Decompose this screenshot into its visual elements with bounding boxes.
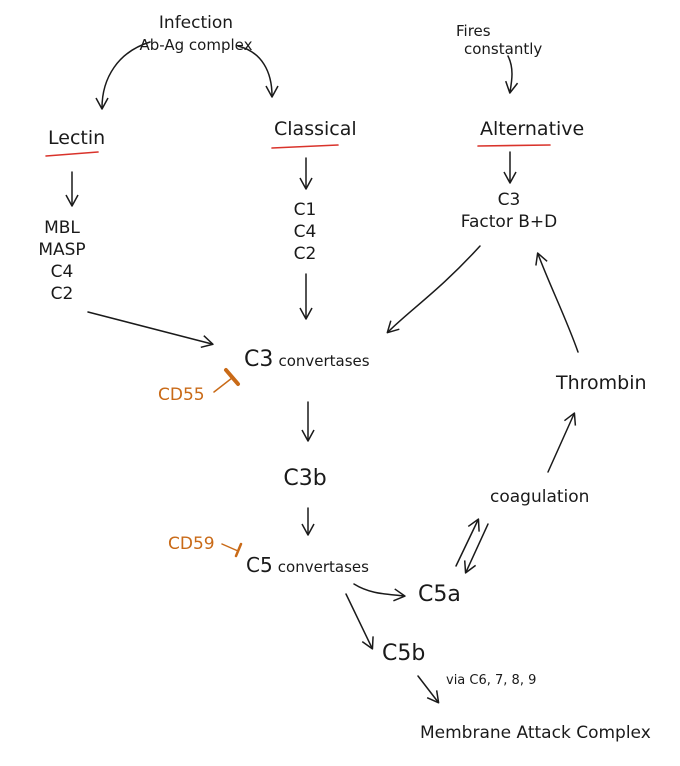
arrow-c5b-to-mac: [417, 675, 440, 704]
alternative-pathway-label: Alternative: [480, 118, 585, 140]
cd55-inhibitor-bar: [224, 368, 240, 386]
lectin-component: MBL: [44, 218, 80, 238]
cd59-inhibitor-bar: [234, 542, 243, 558]
lectin-component: MASP: [38, 240, 86, 260]
c5-convertases-label: convertases: [277, 558, 369, 576]
thrombin-label: Thrombin: [556, 372, 647, 394]
classical-components: C1 C4 C2: [294, 199, 317, 265]
arrow-c5-to-c5b: [345, 593, 374, 650]
classical-component: C4: [293, 222, 317, 242]
coagulation-label: coagulation: [490, 487, 590, 507]
classical-underline: [271, 144, 339, 149]
arrow-c5-to-c5a: [353, 583, 406, 602]
alternative-underline: [477, 144, 551, 147]
infection-label: Infection: [158, 13, 234, 33]
via-c6789-label: via C6, 7, 8, 9: [446, 673, 537, 688]
arrow-lectin-to-c3: [87, 311, 214, 349]
alt-trigger: Fires constantly: [456, 22, 542, 58]
cd55-inhibitor-label: CD55: [158, 385, 205, 405]
lectin-component: C2: [50, 284, 74, 304]
arrow-infection-to-lectin: [95, 41, 151, 110]
arrow-thrombin-to-alternative: [535, 252, 579, 353]
alternative-components: C3 Factor B+D: [461, 189, 557, 233]
arrow-infection-to-classical: [237, 45, 279, 98]
arrow-c5a-to-coagulation: [455, 518, 480, 567]
infection-trigger: Infection Ab-Ag complex: [140, 12, 253, 56]
lectin-underline: [45, 151, 99, 157]
ab-ag-complex-label: Ab-Ag complex: [139, 36, 253, 54]
alternative-component: C3: [497, 190, 521, 210]
fires-label: Fires: [456, 22, 491, 40]
lectin-pathway-label: Lectin: [48, 127, 106, 149]
lectin-component: C4: [50, 262, 74, 282]
arrow-coagulation-to-c5a: [463, 523, 489, 574]
arrow-fires-to-alternative: [505, 55, 519, 94]
cd59-inhibitor-label: CD59: [168, 534, 215, 554]
c3b-label: C3b: [283, 466, 327, 491]
lectin-components: MBL MASP C4 C2: [38, 217, 85, 305]
alternative-component: Factor B+D: [460, 212, 558, 232]
constantly-label: constantly: [464, 40, 543, 58]
classical-component: C1: [293, 200, 317, 220]
classical-pathway-label: Classical: [274, 118, 357, 140]
arrow-coagulation-to-thrombin: [547, 412, 577, 473]
c5a-label: C5a: [418, 582, 461, 607]
classical-component: C2: [293, 244, 317, 264]
c5b-label: C5b: [382, 641, 426, 666]
c3-convertases-label: convertases: [278, 352, 370, 370]
membrane-attack-complex-label: Membrane Attack Complex: [420, 723, 651, 743]
cd59-inhibitor-line: [221, 543, 239, 552]
c5-convertases: C5 convertases: [246, 554, 369, 577]
c3-label: C3: [244, 347, 274, 372]
c5-label: C5: [246, 553, 273, 577]
cd55-inhibitor-line: [213, 377, 233, 393]
c3-convertases: C3 convertases: [244, 347, 370, 372]
arrow-alternative-to-c3: [386, 245, 481, 334]
